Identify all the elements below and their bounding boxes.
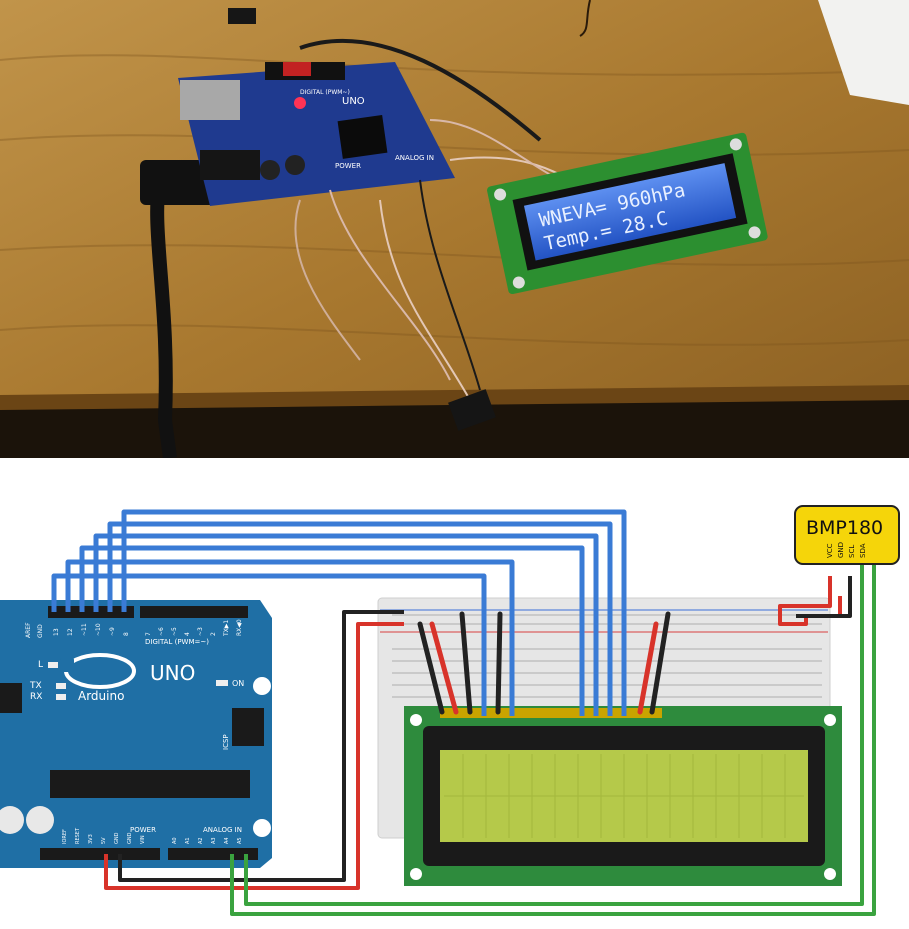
analog-pin-label: A2 (198, 837, 204, 844)
arduino-tx-label: TX (29, 681, 42, 691)
photo-bmp180-module (448, 389, 496, 431)
power-pin-label: IOREF (62, 829, 68, 844)
arduino-on-label: ON (232, 679, 244, 688)
power-pin-label: VIN (140, 835, 146, 844)
digital-pin-right-label: TX▶1 (223, 620, 230, 637)
wiring-diagram: UNO Arduino DIGITAL (PWM=~) POWER ANALOG… (0, 458, 909, 929)
digital-pin-label: ~10 (95, 623, 102, 636)
arduino-power-label: POWER (130, 826, 156, 834)
arduino-l-label: L (38, 660, 43, 670)
blue-data-wires (51, 509, 627, 716)
lcd-jumper-wires (417, 611, 671, 715)
analog-pin-label: A5 (237, 837, 243, 844)
digital-pin-label: 12 (67, 628, 74, 636)
arduino-aref-label: AREF (25, 622, 32, 638)
digital-pin-labels-right: 7 ~6 ~5 4 ~3 2 TX▶1 RX◀0 (145, 619, 243, 637)
power-pin-label: 5V (101, 837, 107, 844)
power-pin-label: GND (127, 832, 133, 844)
digital-pin-right-label: RX◀0 (236, 619, 243, 636)
digital-pin-label: 13 (53, 628, 60, 636)
arduino-analog-label: ANALOG IN (203, 826, 242, 834)
power-wires (104, 576, 852, 890)
digital-pin-right-label: 7 (145, 632, 152, 636)
digital-pin-right-label: ~6 (158, 627, 165, 636)
digital-pin-right-label: ~5 (171, 627, 178, 636)
paper-sheet (818, 0, 909, 105)
lcd-character-grid (444, 754, 804, 838)
arduino-rx-label: RX (30, 692, 42, 702)
arduino-brand-label: Arduino (78, 689, 124, 703)
photo-board-uno-label: UNO (342, 96, 365, 107)
analog-pin-label: A1 (185, 837, 191, 844)
power-pin-label: 3V3 (88, 834, 94, 844)
sensor-pin-label: SCL (848, 545, 856, 558)
photo-lcd-module: WNEVA= 960hPa Temp.= 28.C (487, 132, 768, 295)
photo-board-power-label: POWER (335, 162, 361, 170)
breadboard-holes (392, 614, 822, 698)
photo-board-digital-label: DIGITAL (PWM~) (300, 89, 350, 96)
diagram-lcd-module (404, 706, 842, 886)
digital-pin-label: ~11 (81, 623, 88, 636)
digital-pin-label: ~9 (109, 627, 116, 636)
power-pin-label: RESET (75, 827, 81, 844)
digital-pin-right-label: ~3 (197, 627, 204, 636)
sensor-pin-label: VCC (826, 543, 834, 558)
digital-pin-right-label: 2 (210, 632, 217, 636)
diagram-arduino-board: UNO Arduino DIGITAL (PWM=~) POWER ANALOG… (0, 600, 272, 868)
arduino-uno-label: UNO (150, 661, 195, 685)
bmp180-label: BMP180 (806, 517, 883, 539)
photo-board-analog-label: ANALOG IN (395, 154, 434, 162)
power-pin-labels: IOREF RESET 3V3 5V GND GND VIN (62, 827, 146, 844)
photo-arduino-board: UNO POWER ANALOG IN DIGITAL (PWM~) (178, 62, 455, 206)
sensor-pin-label: GND (837, 542, 845, 558)
analog-pin-label: A0 (172, 837, 178, 844)
i2c-wires (230, 564, 876, 916)
project-photo: UNO POWER ANALOG IN DIGITAL (PWM~) WNEVA… (0, 0, 909, 458)
digital-pin-label: 8 (123, 632, 130, 636)
analog-pin-label: A3 (211, 837, 217, 844)
arduino-icsp-label: ICSP (222, 734, 230, 750)
digital-pin-right-label: 4 (184, 632, 191, 636)
analog-pin-labels: A0 A1 A2 A3 A4 A5 (172, 837, 243, 844)
digital-pin-labels: 13 12 ~11 ~10 ~9 8 (53, 623, 130, 636)
loose-header-pin (228, 8, 256, 24)
power-pin-label: GND (114, 832, 120, 844)
sensor-pin-label: SDA (859, 543, 867, 558)
arduino-gnd-label: GND (37, 624, 44, 638)
arduino-digital-label: DIGITAL (PWM=~) (145, 638, 209, 646)
analog-pin-label: A4 (224, 837, 230, 844)
